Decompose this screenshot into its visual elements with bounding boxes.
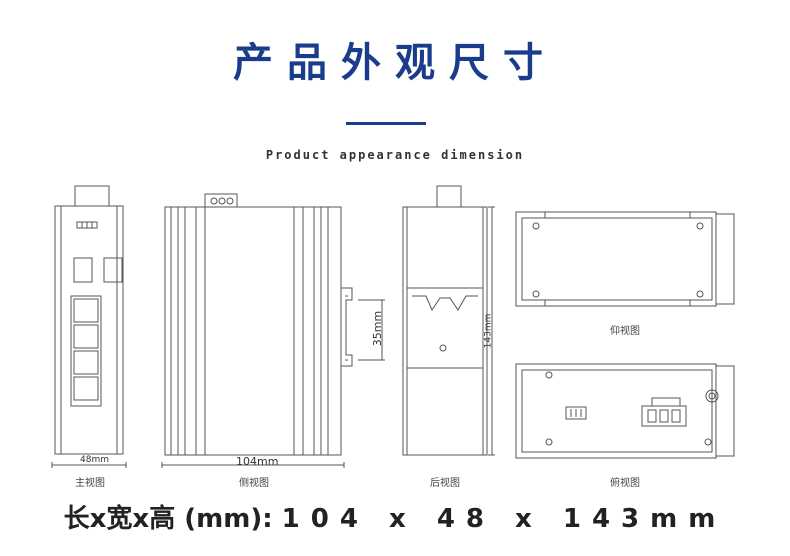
length-dimension: 104mm [236,455,279,468]
dimension-summary: 长x宽x高 (mm): 104 x 48 x 143mm [0,498,790,535]
page-subtitle: Product appearance dimension [265,148,525,162]
bottom-view [515,211,735,307]
width-dimension: 48mm [80,455,109,465]
side-view [161,193,385,468]
rear-view [402,185,495,456]
bottom-view-label: 仰视图 [610,326,640,337]
title-underline [346,122,426,125]
top-view-label: 俯视图 [610,478,640,489]
rear-view-label: 后视图 [430,478,460,489]
summary-value: 104 x 48 x 143mm [281,504,727,534]
height-dimension: 143mm [483,313,494,349]
summary-label: 长x宽x高 (mm): [63,504,273,534]
front-view [51,185,127,468]
front-view-label: 主视图 [75,478,105,489]
top-view [515,363,735,459]
page-title: 产品外观尺寸 [233,40,557,86]
side-view-label: 侧视图 [239,478,269,489]
rail-dimension: 35mm [371,310,385,347]
